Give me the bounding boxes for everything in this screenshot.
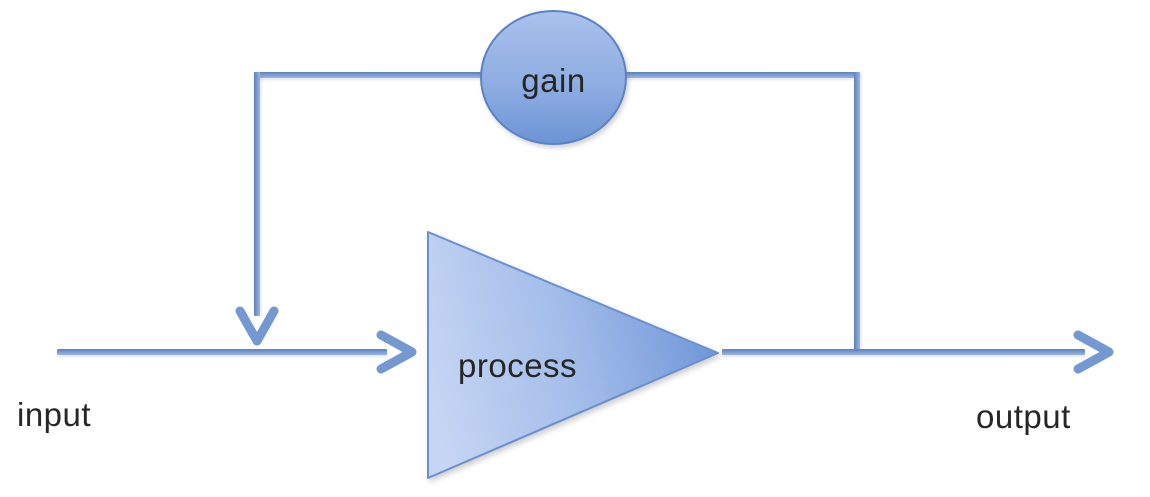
output-label: output (976, 398, 1071, 435)
feedback-right-line (854, 72, 860, 355)
output-arrowhead-icon (1073, 330, 1114, 374)
process-node-label: process (458, 347, 578, 384)
gain-node: gain (480, 10, 627, 145)
output-arrow-line (722, 349, 1085, 355)
gain-node-label: gain (521, 61, 586, 99)
input-arrow-line (57, 349, 387, 355)
input-label: input (17, 396, 92, 433)
process-node-shape (427, 231, 719, 479)
input-arrowhead-icon (376, 330, 417, 374)
feedback-arrowhead-down-icon (235, 306, 279, 346)
feedback-left-line (254, 72, 260, 316)
